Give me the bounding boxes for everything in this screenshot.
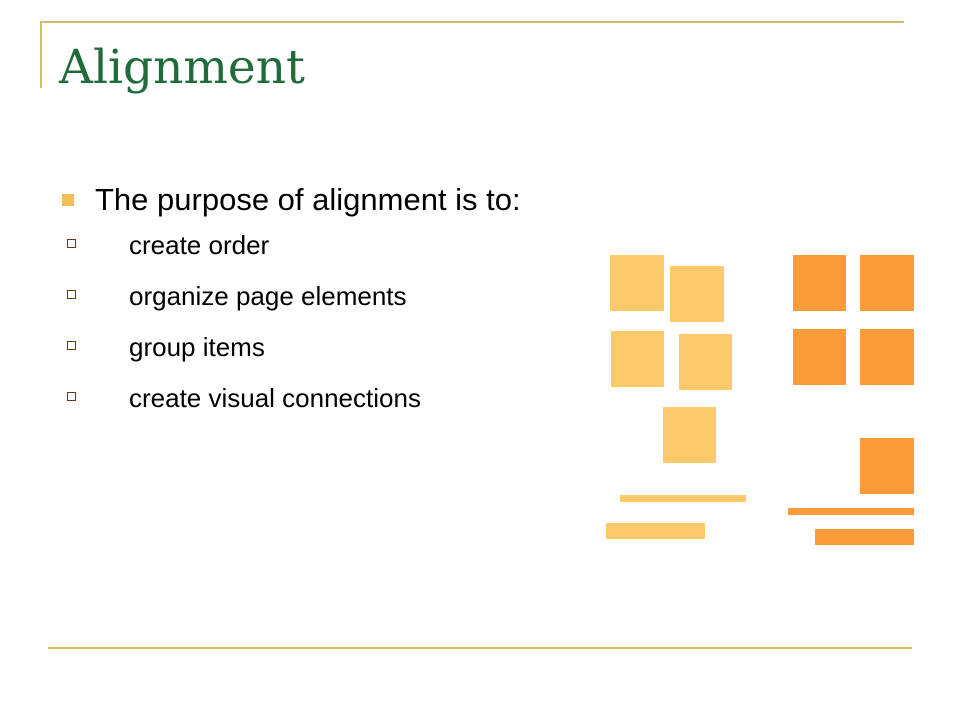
sub-bullet-text: create order <box>129 230 270 260</box>
aligned-square <box>860 438 914 494</box>
bullet-list: The purpose of alignment is to: create o… <box>62 178 622 432</box>
sub-bullet-text: group items <box>129 332 265 362</box>
hollow-square-bullet-icon <box>67 290 76 299</box>
sub-bullet-item: create order <box>62 228 622 279</box>
sub-bullet-item: organize page elements <box>62 279 622 330</box>
sub-bullet-item: create visual connections <box>62 381 622 432</box>
aligned-square <box>860 255 914 311</box>
unaligned-bar <box>620 495 746 502</box>
unaligned-square <box>670 266 724 322</box>
alignment-illustration <box>600 250 930 550</box>
sub-bullet-text: create visual connections <box>129 383 421 413</box>
unaligned-square <box>679 334 732 390</box>
hollow-square-bullet-icon <box>67 341 76 350</box>
hollow-square-bullet-icon <box>67 392 76 401</box>
frame-bottom-rule <box>48 647 912 649</box>
square-bullet-icon <box>62 194 74 206</box>
hollow-square-bullet-icon <box>67 239 76 248</box>
sub-bullet-item: group items <box>62 330 622 381</box>
bullet-item: The purpose of alignment is to: <box>62 178 622 222</box>
frame-left-rule <box>40 21 42 88</box>
unaligned-square <box>611 331 664 387</box>
aligned-bar <box>815 529 914 545</box>
bullet-text: The purpose of alignment is to: <box>95 182 521 217</box>
unaligned-square <box>610 255 664 311</box>
unaligned-square <box>663 407 716 463</box>
frame-top-rule <box>40 21 904 23</box>
sub-bullet-list: create order organize page elements grou… <box>62 228 622 432</box>
aligned-square <box>860 329 914 385</box>
sub-bullet-text: organize page elements <box>129 281 407 311</box>
unaligned-bar <box>606 523 705 539</box>
slide-title: Alignment <box>59 40 305 95</box>
aligned-bar <box>788 508 914 515</box>
aligned-square <box>793 329 846 385</box>
aligned-square <box>793 255 846 311</box>
